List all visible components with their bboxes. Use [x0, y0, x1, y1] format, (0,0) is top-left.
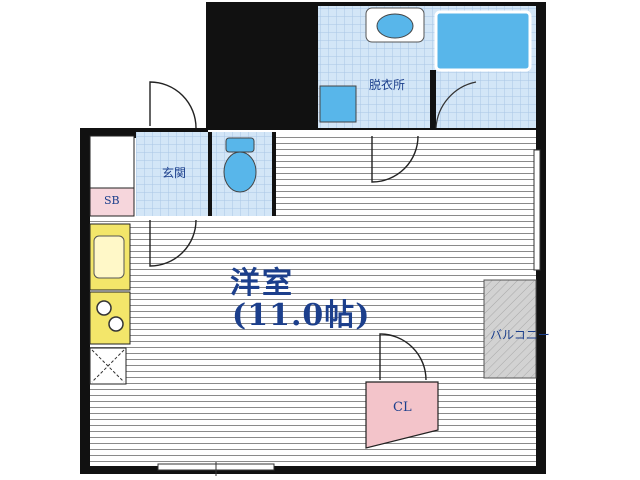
fridge-cross [91, 349, 125, 383]
toilet-wall-right [272, 132, 276, 216]
entrance-label: 玄関 [162, 166, 187, 180]
wall-left [80, 128, 90, 474]
bath-partition [430, 70, 436, 128]
dressing-door-swing [371, 135, 419, 183]
bath-door-swing [435, 81, 477, 129]
toilet-wall-left [208, 132, 212, 216]
main-room-floor-upper [272, 136, 536, 220]
entrance-floor [136, 132, 208, 216]
basin-bowl [376, 13, 414, 39]
sb-label: SB [104, 194, 120, 207]
closet-door-swing [379, 333, 427, 381]
wall-right [536, 128, 546, 474]
sb-cupboard [89, 187, 135, 217]
toilet-tank [225, 137, 255, 153]
burner-icon [96, 300, 112, 316]
dressing-room-label: 脱衣所 [369, 78, 406, 92]
closet-area [365, 381, 439, 449]
kitchen-sink [93, 235, 125, 279]
main-room-label: 洋室 [230, 266, 294, 301]
stove-top [89, 291, 131, 345]
washing-machine-pan [319, 85, 357, 123]
main-room-floor-lower [130, 380, 296, 466]
burner-icon [108, 316, 124, 332]
toilet-bowl [223, 151, 257, 193]
closet-label: CL [393, 400, 412, 415]
bathtub [434, 10, 532, 72]
window-right [533, 149, 541, 271]
room-door-swing [149, 219, 197, 267]
entrance-door-swing [149, 81, 197, 129]
shoe-storage [89, 135, 135, 189]
wall-bottom [80, 466, 546, 474]
balcony-area [483, 279, 537, 379]
balcony-label: バルコニー [490, 328, 550, 342]
main-room-area-label: (11.0帖) [232, 298, 371, 333]
